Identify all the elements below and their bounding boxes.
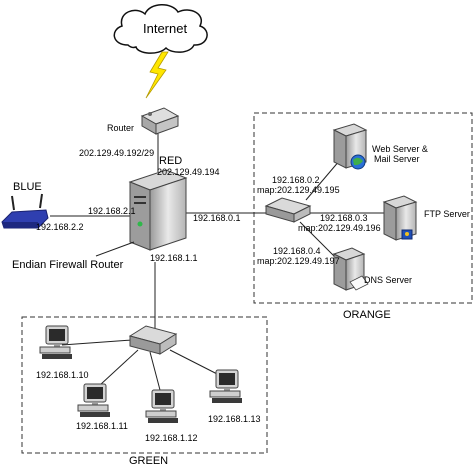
red-ip: 202.129.49.194	[157, 167, 220, 177]
orange-label: ORANGE	[343, 309, 391, 321]
router-label: Router	[107, 123, 134, 133]
firewall-label: Endian Firewall Router	[12, 259, 124, 271]
pc-icon	[145, 389, 179, 424]
internet-label: Internet	[143, 21, 187, 36]
web-server-icon	[332, 123, 368, 170]
router-icon	[140, 107, 180, 135]
firewall-green-ip: 192.168.1.1	[150, 253, 198, 263]
dns-server-label: DNS Server	[364, 275, 412, 285]
blue-ap-ip: 192.168.2.2	[36, 222, 84, 232]
wireless-access-point-icon	[1, 193, 49, 229]
ftp-server-ip: 192.168.0.3	[320, 213, 368, 223]
web-server-map: map:202.129.49.195	[257, 185, 340, 195]
firewall-server-icon	[128, 169, 188, 251]
dns-server-ip: 192.168.0.4	[273, 246, 321, 256]
ftp-server-map: map:202.129.49.196	[298, 223, 381, 233]
orange-zone-box	[253, 112, 473, 304]
green-host-ip: 192.168.1.13	[208, 414, 261, 424]
web-server-ip: 192.168.0.2	[272, 175, 320, 185]
pc-icon	[39, 325, 73, 360]
ftp-server-icon	[382, 195, 418, 241]
red-label: RED	[159, 155, 182, 167]
blue-label: BLUE	[13, 181, 42, 193]
firewall-blue-ip: 192.168.2.1	[88, 206, 136, 216]
green-host-ip: 192.168.1.10	[36, 370, 89, 380]
green-host-ip: 192.168.1.12	[145, 433, 198, 443]
dns-server-map: map:202.129.49.197	[257, 256, 340, 266]
pc-icon	[77, 383, 111, 418]
firewall-orange-ip: 192.168.0.1	[193, 213, 241, 223]
web-server-label-line2: Mail Server	[374, 154, 420, 164]
web-server-label-line1: Web Server &	[372, 144, 428, 154]
router-ip: 202.129.49.192/29	[79, 148, 154, 158]
green-switch-icon	[128, 325, 178, 355]
green-zone-box	[21, 316, 268, 454]
dns-server-icon	[332, 247, 369, 291]
lightning-icon	[145, 51, 169, 99]
green-label: GREEN	[129, 455, 168, 467]
pc-icon	[209, 369, 243, 404]
ftp-server-label: FTP Server	[424, 209, 470, 219]
orange-switch-icon	[264, 197, 312, 223]
internet-cloud: Internet	[113, 4, 208, 54]
green-host-ip: 192.168.1.11	[76, 421, 128, 431]
